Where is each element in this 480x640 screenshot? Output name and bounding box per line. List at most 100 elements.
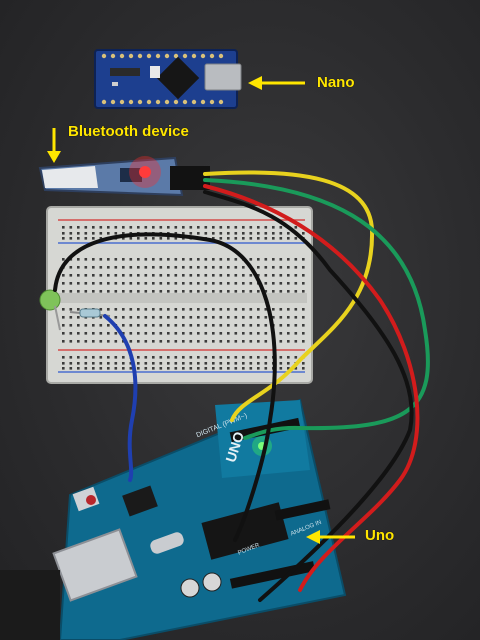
- breadboard-hole: [204, 282, 208, 285]
- breadboard-hole: [159, 237, 163, 240]
- bluetooth-arrow: [47, 128, 61, 163]
- breadboard-hole: [212, 290, 215, 293]
- breadboard-hole: [92, 258, 95, 261]
- breadboard-hole: [152, 237, 155, 240]
- breadboard-hole: [287, 266, 290, 269]
- breadboard-hole: [62, 340, 65, 343]
- breadboard-hole: [107, 308, 110, 311]
- breadboard-hole: [279, 324, 283, 327]
- breadboard-hole: [204, 340, 208, 343]
- green-led: [39, 289, 61, 331]
- breadboard-hole: [99, 308, 103, 311]
- breadboard-hole: [264, 258, 268, 261]
- breadboard-hole: [197, 308, 200, 311]
- breadboard-hole: [159, 356, 163, 359]
- breadboard-hole: [107, 356, 110, 359]
- breadboard-hole: [77, 258, 80, 261]
- breadboard-hole: [144, 258, 148, 261]
- breadboard-hole: [249, 340, 253, 343]
- breadboard-hole: [69, 324, 73, 327]
- breadboard-hole: [99, 324, 103, 327]
- breadboard-hole: [264, 367, 268, 370]
- breadboard-hole: [69, 367, 73, 370]
- breadboard-hole: [92, 290, 95, 293]
- breadboard-hole: [167, 362, 170, 365]
- breadboard-hole: [272, 282, 275, 285]
- breadboard-hole: [257, 340, 260, 343]
- breadboard-hole: [159, 340, 163, 343]
- breadboard-hole: [114, 258, 118, 261]
- breadboard-hole: [257, 290, 260, 293]
- breadboard-hole: [264, 362, 268, 365]
- breadboard-hole: [189, 308, 193, 311]
- arduino-nano-board: [94, 49, 242, 109]
- breadboard-hole: [77, 290, 80, 293]
- breadboard-hole: [99, 237, 103, 240]
- breadboard-hole: [287, 274, 290, 277]
- breadboard-hole: [227, 274, 230, 277]
- breadboard-hole: [84, 258, 88, 261]
- breadboard-hole: [122, 274, 125, 277]
- breadboard-hole: [167, 290, 170, 293]
- breadboard-hole: [92, 362, 95, 365]
- breadboard-hole: [234, 266, 238, 269]
- breadboard-hole: [167, 266, 170, 269]
- breadboard-hole: [294, 290, 298, 293]
- breadboard-hole: [287, 232, 290, 235]
- breadboard-hole: [279, 308, 283, 311]
- breadboard-hole: [227, 332, 230, 335]
- nano-annotation: Nano: [317, 74, 355, 91]
- breadboard-hole: [129, 367, 133, 370]
- uno-annotation: Uno: [365, 527, 395, 544]
- breadboard-hole: [272, 308, 275, 311]
- breadboard-hole: [122, 316, 125, 319]
- breadboard-hole: [84, 340, 88, 343]
- breadboard-hole: [294, 340, 298, 343]
- breadboard-hole: [197, 332, 200, 335]
- breadboard-hole: [62, 237, 65, 240]
- breadboard-hole: [302, 332, 305, 335]
- breadboard-hole: [92, 367, 95, 370]
- breadboard-hole: [249, 356, 253, 359]
- breadboard-hole: [114, 340, 118, 343]
- breadboard-hole: [227, 324, 230, 327]
- breadboard-hole: [219, 266, 223, 269]
- breadboard-hole: [129, 340, 133, 343]
- breadboard-hole: [279, 356, 283, 359]
- breadboard-hole: [302, 362, 305, 365]
- breadboard-hole: [234, 316, 238, 319]
- breadboard-hole: [219, 316, 223, 319]
- breadboard-hole: [174, 237, 178, 240]
- breadboard-hole: [114, 266, 118, 269]
- breadboard-hole: [242, 340, 245, 343]
- breadboard-hole: [204, 308, 208, 311]
- breadboard-hole: [92, 356, 95, 359]
- breadboard-hole: [212, 274, 215, 277]
- breadboard-hole: [84, 237, 88, 240]
- breadboard-hole: [249, 258, 253, 261]
- breadboard-hole: [189, 232, 193, 235]
- breadboard-hole: [227, 367, 230, 370]
- breadboard-hole: [144, 226, 148, 229]
- breadboard-hole: [227, 258, 230, 261]
- breadboard-hole: [84, 266, 88, 269]
- breadboard-hole: [287, 282, 290, 285]
- breadboard-hole: [159, 274, 163, 277]
- breadboard-hole: [219, 367, 223, 370]
- breadboard-hole: [302, 266, 305, 269]
- breadboard-hole: [137, 282, 140, 285]
- breadboard-hole: [122, 332, 125, 335]
- breadboard-hole: [242, 232, 245, 235]
- breadboard-hole: [302, 282, 305, 285]
- breadboard-hole: [234, 274, 238, 277]
- breadboard-hole: [144, 308, 148, 311]
- yellow-wire: [203, 170, 375, 422]
- breadboard-hole: [174, 290, 178, 293]
- breadboard-hole: [137, 290, 140, 293]
- breadboard-hole: [197, 226, 200, 229]
- breadboard-hole: [129, 316, 133, 319]
- breadboard-hole: [302, 340, 305, 343]
- breadboard-hole: [77, 332, 80, 335]
- breadboard-hole: [69, 237, 73, 240]
- breadboard-hole: [137, 356, 140, 359]
